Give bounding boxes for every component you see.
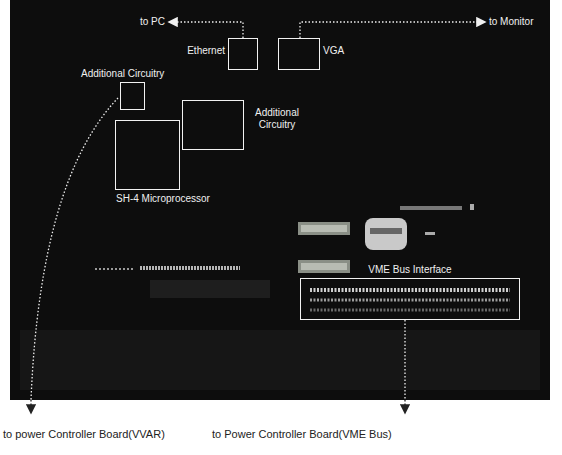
vme-pins [310, 288, 510, 292]
dotted-arrow [30, 400, 31, 412]
component-box: VGA [278, 38, 320, 70]
circuit-board [10, 0, 550, 400]
dotted-arrow [300, 22, 484, 38]
component-strip [400, 206, 462, 210]
chip-marking [301, 263, 347, 270]
component-label: VME Bus Interface [368, 264, 451, 276]
destination-label: to PC [140, 16, 165, 28]
component-box: VME Bus Interface [300, 278, 520, 320]
component [470, 204, 474, 210]
component-label: Additional Circuitry [248, 107, 306, 131]
dotted-arrow [170, 22, 243, 38]
dotted-arrow [404, 400, 405, 412]
board-trace-area [150, 280, 270, 298]
component-box: Ethernet [228, 38, 258, 70]
component-box: SH-4 Microprocessor [115, 120, 180, 190]
component-label: VGA [323, 45, 344, 57]
pin-header [140, 266, 240, 270]
component-box: Additional Circuitry [182, 100, 244, 150]
dotted-arrow [404, 320, 405, 400]
chip [298, 260, 350, 273]
component-label: Additional Circuitry [81, 68, 164, 80]
chip-marking [370, 228, 402, 234]
destination-label: to Power Controller Board(VME Bus) [212, 428, 392, 441]
round-chip [365, 218, 407, 250]
vme-pins [310, 299, 510, 302]
chip [298, 222, 350, 235]
component-label: SH-4 Microprocessor [116, 193, 210, 205]
pin-header [95, 268, 135, 270]
component [425, 232, 435, 235]
vme-pins [310, 309, 510, 312]
destination-label: to Monitor [489, 16, 533, 28]
board-shadow [20, 330, 540, 390]
destination-label: to power Controller Board(VVAR) [3, 428, 165, 441]
component-label: Ethernet [187, 45, 225, 57]
component-box: Additional Circuitry [120, 82, 145, 110]
dotted-arrow [31, 98, 118, 400]
chip-marking [301, 225, 347, 232]
